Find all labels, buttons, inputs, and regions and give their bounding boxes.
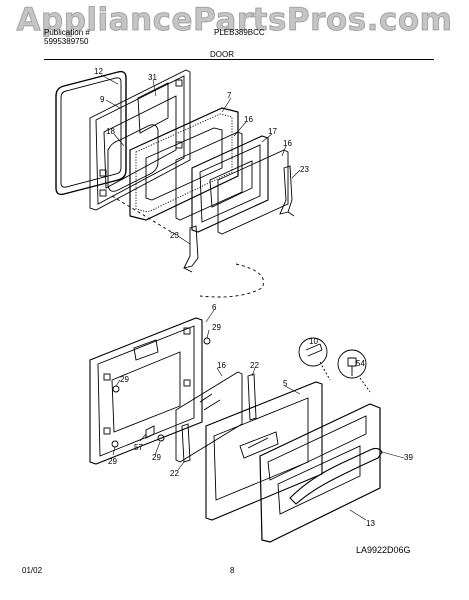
diagram-title: DOOR [210,50,234,59]
page-number: 8 [230,566,235,575]
fastener-detail-54 [337,349,371,393]
diagram-code: LA9922D06G [356,545,411,555]
callout-29-bottom: 29 [108,457,117,466]
publication-number: 5995389750 [44,37,89,46]
door-hinge-right [279,165,295,217]
callout-22-lower: 22 [170,469,179,478]
inner-door-panel [89,69,191,211]
door-hinge-left [183,225,199,273]
callout-54: 54 [356,359,365,368]
screw-29-left [112,385,120,393]
model-number: PLEB389BCC [214,28,265,37]
outer-glass-panel [217,149,289,235]
callout-16-lower: 16 [217,361,226,370]
screw-29-bottom [111,440,119,448]
callout-leaders [100,74,405,521]
callout-17: 17 [268,127,277,136]
assembly-guide-line [111,195,264,298]
screw-29-mid [157,434,165,442]
model-header: PLEB389BCC [214,28,265,37]
trim-strip-upper [247,373,257,421]
callout-16-upper-b: 16 [283,139,292,148]
callout-7: 7 [227,91,232,100]
door-gasket [55,70,127,196]
callout-57: 57 [134,443,143,452]
callout-12: 12 [94,67,103,76]
callout-9: 9 [100,95,105,104]
outer-door-window-frame [205,381,323,521]
window-frame [129,107,239,221]
callout-10: 10 [309,337,318,346]
publication-header: Publication # 5995389750 [44,28,90,46]
callout-29-top: 29 [212,323,221,332]
screw-29-top [203,337,211,345]
header-divider [44,59,434,60]
fastener-detail-10 [298,337,331,381]
watermark: AppliancePartsPros.com [16,2,453,39]
callout-5: 5 [283,379,288,388]
door-handle [289,447,383,505]
outer-door-panel [259,403,381,543]
clip-57 [145,425,155,439]
callout-31: 31 [148,73,157,82]
inner-glass-panel [175,131,243,221]
insulation-pad [107,124,159,192]
callout-29-mid: 29 [152,453,161,462]
callout-16-upper-a: 16 [244,115,253,124]
trim-strip-lower [181,423,191,463]
window-glass-pack [191,135,269,233]
door-glass-panel [175,371,243,463]
callout-39: 39 [404,453,413,462]
footer-date: 01/02 [22,566,43,575]
callout-29-left: 29 [120,375,129,384]
callout-23-right: 23 [300,165,309,174]
callout-6: 6 [212,303,217,312]
callout-23-left: 23 [170,231,179,240]
callout-18: 18 [106,127,115,136]
publication-label: Publication # [44,28,90,37]
callout-13: 13 [366,519,375,528]
door-liner-panel [89,317,203,465]
callout-22-upper: 22 [250,361,259,370]
